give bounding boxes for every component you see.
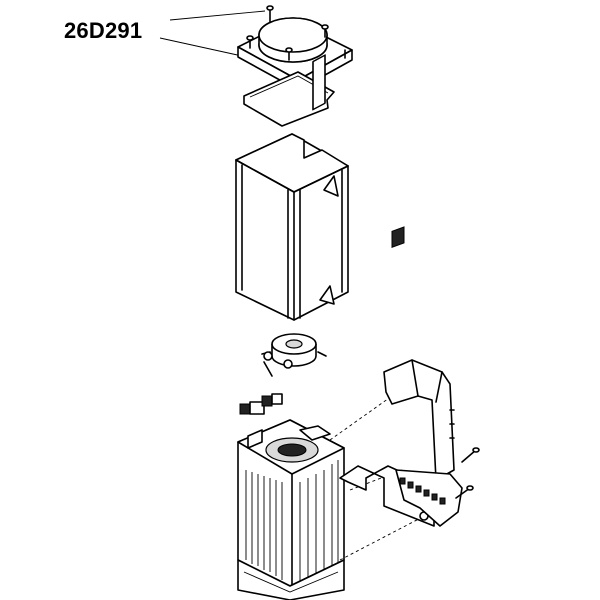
- leader-lines: [159, 10, 266, 57]
- screw-top: [266, 5, 274, 25]
- housing-shroud: [235, 54, 349, 321]
- top-cover-plate: [237, 17, 353, 91]
- terminal-block: [239, 393, 283, 415]
- part-number-label: 26D291: [64, 18, 143, 43]
- side-screw-lower: [455, 485, 474, 499]
- side-screw-upper: [461, 447, 480, 463]
- coupling-assembly: [261, 333, 327, 377]
- motor-body: [237, 419, 345, 600]
- cooling-fins: [245, 460, 339, 582]
- mounting-bracket: [339, 465, 463, 527]
- connector-arm: [383, 226, 455, 481]
- connector-pins: [399, 477, 446, 505]
